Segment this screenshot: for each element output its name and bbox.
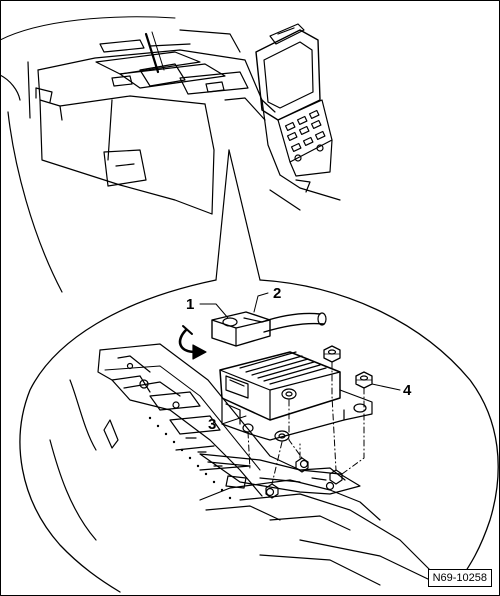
- callout-2: 2: [273, 285, 282, 302]
- insertion-arrow: [178, 325, 207, 360]
- airbag-control-unit: [219, 351, 373, 442]
- assembly-lines: [247, 361, 365, 485]
- nut-upper: [323, 345, 341, 363]
- connector-plug: [211, 311, 271, 347]
- leader-lines: [199, 292, 401, 425]
- detail-magnifier-lines: [215, 149, 261, 281]
- callout-1: 1: [186, 296, 195, 313]
- wiring-harness-cable: [261, 312, 327, 333]
- figure-reference-code: N69-10258: [427, 568, 492, 587]
- rivet-row: [148, 416, 232, 500]
- nut-4-right: [355, 371, 373, 389]
- lower-nut-3: [265, 483, 279, 499]
- callout-4: 4: [403, 382, 412, 399]
- floor-panel: [49, 343, 431, 586]
- mounting-bracket: [199, 453, 361, 497]
- detail-circle-outline: [19, 279, 217, 593]
- detail-circle-outline-right: [259, 279, 499, 581]
- navigation-display-unit: [255, 23, 341, 211]
- center-console-overview: [0, 16, 281, 293]
- callout-3: 3: [208, 416, 217, 433]
